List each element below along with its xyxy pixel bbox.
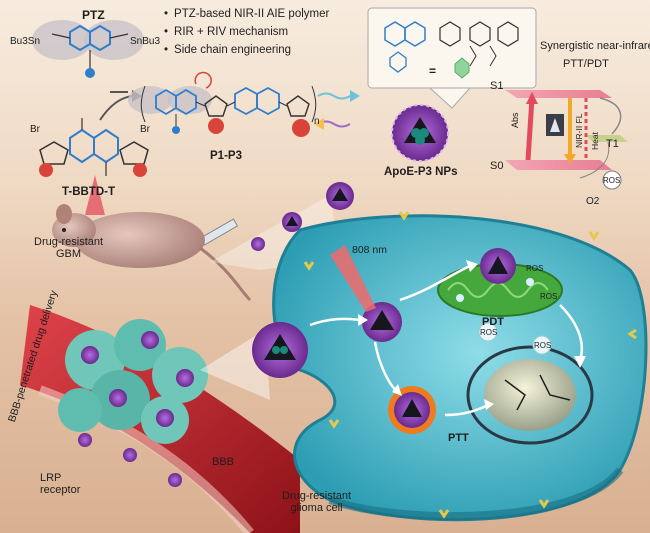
cell-nanoparticles — [252, 248, 516, 434]
ros-label-3: ROS — [480, 328, 498, 337]
bu3sn-label: Bu3Sn — [10, 36, 41, 47]
polymer-n-label: n — [314, 116, 320, 127]
polymer-inset — [367, 7, 537, 109]
polymer-label: P1-P3 — [210, 150, 242, 162]
nir-ii-fl-label: NIR-II FL — [574, 113, 584, 148]
nanoparticle-label: ApoE-P3 NPs — [384, 166, 458, 178]
s0-label: S0 — [490, 160, 504, 172]
t1-label: T1 — [606, 138, 619, 150]
bbb-label: BBB — [212, 456, 235, 468]
floating-nanoparticles — [251, 182, 354, 251]
receptors — [303, 211, 637, 519]
snbu3-label: SnBu3 — [130, 36, 161, 47]
nucleus — [466, 345, 594, 445]
bullet-2: RIR + RIV mechanism — [164, 26, 288, 38]
ros-label-2: ROS — [540, 292, 558, 301]
heat-label: Heat — [590, 132, 600, 150]
ros-bubbles — [478, 322, 552, 355]
bullet-3: Side chain engineering — [164, 44, 291, 56]
br-right-label: Br — [140, 124, 150, 135]
laser-beam — [330, 245, 376, 312]
apoe-p3-nanoparticle — [391, 104, 449, 162]
energy-level-diagram — [505, 90, 628, 190]
br-left-label: Br — [30, 124, 40, 135]
assembly-arrows — [314, 90, 360, 130]
o2-label: O2 — [586, 196, 600, 207]
inset-equals: = — [429, 64, 437, 78]
s1-label: S1 — [490, 80, 504, 92]
ros-energy-label: ROS — [603, 176, 621, 185]
energy-title-line2: PTT/PDT — [563, 58, 609, 70]
tbbtdt-monomer-structure — [39, 118, 149, 177]
nude-mouse — [52, 175, 252, 302]
polymer-structure — [128, 71, 317, 137]
cell-pathway-arrows — [309, 260, 586, 417]
ros-label-1: ROS — [526, 264, 544, 273]
ptz-label: PTZ — [82, 8, 105, 22]
gbm-label: Drug-resistant GBM — [34, 236, 104, 260]
bullet-1: PTZ-based NIR-II AIE polymer — [164, 8, 329, 20]
tbbtdt-label: T-BBTD-T — [62, 186, 116, 198]
laser-label: 808 nm — [352, 244, 388, 256]
lrp-receptor-label: LRP receptor — [40, 472, 81, 496]
ptz-monomer-structure — [32, 20, 144, 78]
ptt-label: PTT — [448, 432, 469, 444]
tumor-nanoparticles — [78, 331, 194, 487]
ros-label-4: ROS — [534, 341, 552, 350]
glioma-cell-label: Drug-resistant glioma cell — [282, 490, 352, 514]
abs-label: Abs — [510, 112, 520, 128]
energy-title-line1: Synergistic near-infrared — [540, 40, 650, 52]
pdt-label: PDT — [482, 316, 504, 328]
glioma-cell — [272, 214, 648, 522]
